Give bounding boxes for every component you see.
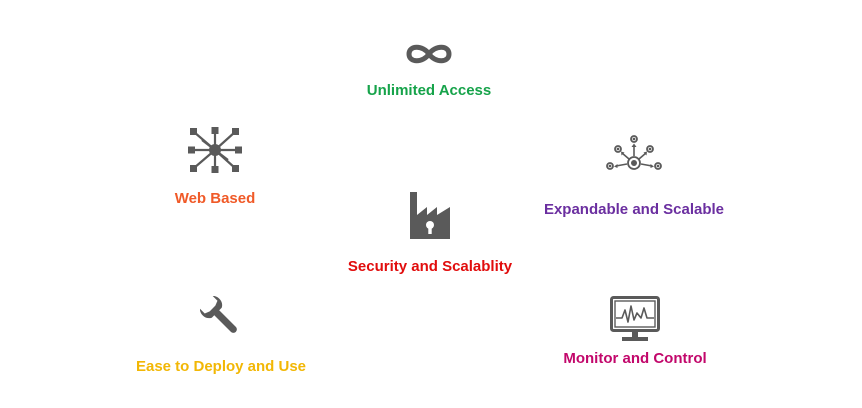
feature-label: Expandable and Scalable xyxy=(543,201,725,218)
feature-web-based: Web Based xyxy=(115,127,315,207)
feature-label: Ease to Deploy and Use xyxy=(135,358,307,375)
feature-expandable-scalable: Expandable and Scalable xyxy=(524,135,744,218)
feature-security-scalability: Security and Scalablity xyxy=(320,191,540,275)
feature-label: Monitor and Control xyxy=(563,350,707,367)
infinity-icon xyxy=(406,44,452,64)
expand-nodes-icon xyxy=(606,135,662,170)
feature-label: Unlimited Access xyxy=(366,82,492,99)
network-hub-icon xyxy=(188,127,242,173)
feature-ease-deploy-use: Ease to Deploy and Use xyxy=(106,296,336,375)
feature-unlimited-access: Unlimited Access xyxy=(329,40,529,99)
feature-label: Web Based xyxy=(174,190,256,207)
feature-label: Security and Scalablity xyxy=(347,258,513,275)
feature-monitor-control: Monitor and Control xyxy=(530,296,740,367)
wrench-icon xyxy=(200,296,237,333)
factory-lock-icon xyxy=(410,192,450,239)
monitor-icon xyxy=(610,296,660,341)
